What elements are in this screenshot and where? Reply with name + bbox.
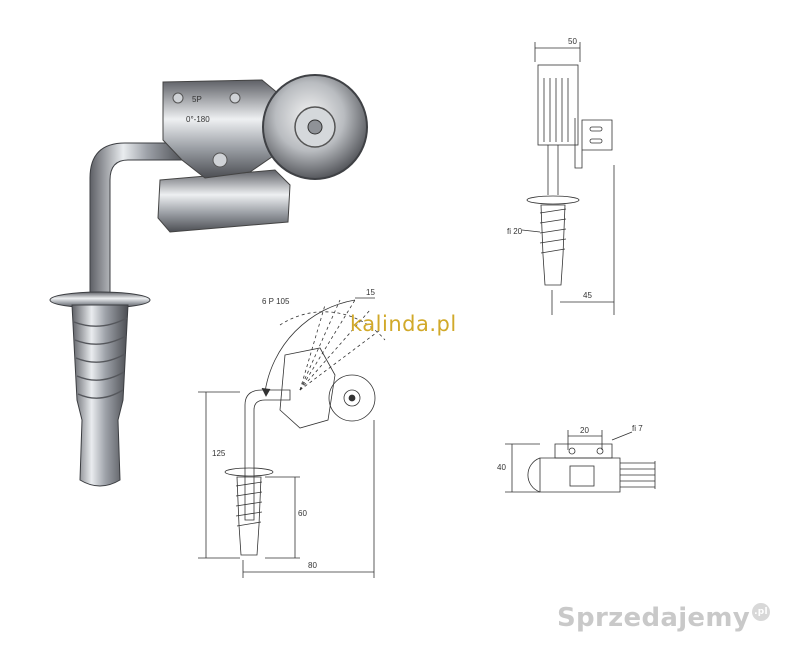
front-flange <box>526 195 580 205</box>
hinge-plate <box>162 79 283 179</box>
stamp-bottom: 0°-180 <box>186 115 210 124</box>
rotation-arc <box>264 299 356 393</box>
rivet <box>229 92 241 104</box>
front-spike <box>540 204 566 286</box>
top-hinge-core <box>569 465 595 487</box>
side-hinge <box>279 347 336 429</box>
top-body <box>539 457 621 493</box>
front-spike-threads <box>539 208 567 254</box>
side-height-dim: 125 <box>212 449 226 458</box>
front-diameter-label: fi 20 <box>507 227 523 236</box>
fitting-photo: 5P 0°-180 <box>49 74 368 487</box>
wheel-axle <box>307 119 323 135</box>
front-view-drawing <box>521 42 615 315</box>
mounting-bracket <box>157 169 291 233</box>
threaded-spike <box>71 304 129 487</box>
brand-name: Sprzedajemy <box>557 603 750 633</box>
side-spike <box>236 476 262 556</box>
side-flange <box>224 467 274 477</box>
top-fins <box>620 461 656 489</box>
top-height-dim: 40 <box>497 463 506 472</box>
side-thread-dim: 60 <box>298 509 307 518</box>
front-width-dim: 50 <box>568 37 577 46</box>
brand-suffix-badge: .pl <box>752 603 770 621</box>
top-wheel-edge <box>527 457 541 493</box>
rotation-guides <box>279 299 386 391</box>
rivet <box>172 92 184 104</box>
spike-threads <box>73 317 128 399</box>
side-width-dim: 80 <box>308 561 317 570</box>
front-bracket <box>574 118 613 169</box>
front-bottom-dim: 45 <box>583 291 592 300</box>
top-spacing-dim: 20 <box>580 426 589 435</box>
top-bracket <box>554 443 613 459</box>
stamp-top: 5P <box>192 95 202 104</box>
top-view-drawing <box>505 430 656 493</box>
side-view-drawing <box>198 297 386 578</box>
side-top-dim: 15 <box>366 288 375 297</box>
site-watermark: kalinda.pl <box>350 312 457 336</box>
side-angle-label: 6 P 105 <box>262 297 290 306</box>
side-rod <box>244 389 291 521</box>
brand-watermark: Sprzedajemy.pl <box>557 603 770 633</box>
rivet <box>212 152 228 168</box>
side-spike-threads <box>235 481 263 527</box>
side-wheel <box>328 374 376 422</box>
front-wheel-fins <box>543 78 569 142</box>
top-hole-label: fi 7 <box>632 424 643 433</box>
